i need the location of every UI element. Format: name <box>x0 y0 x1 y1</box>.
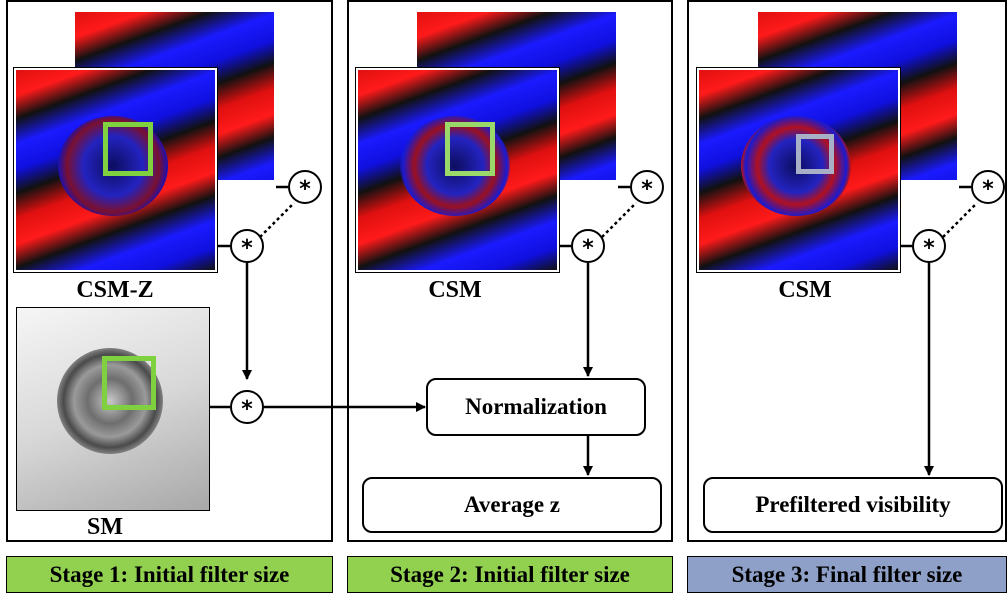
sm-image <box>16 307 210 511</box>
filter-window <box>445 122 495 176</box>
csm-z-front-image <box>14 68 217 272</box>
multiply-operator: * <box>230 229 264 263</box>
stage3-label: Stage 3: Final filter size <box>687 556 1007 593</box>
stage1-label: Stage 1: Initial filter size <box>6 556 333 593</box>
csm-front-image <box>356 68 559 272</box>
csm-front-image <box>697 68 900 272</box>
torus-gray-render <box>57 348 163 454</box>
multiply-operator: * <box>288 170 322 204</box>
multiply-operator: * <box>630 170 664 204</box>
average-z-box: Average z <box>362 477 662 533</box>
multiply-operator: * <box>230 390 264 424</box>
stage2-label: Stage 2: Initial filter size <box>347 556 673 593</box>
normalization-box: Normalization <box>426 378 646 436</box>
prefiltered-visibility-box: Prefiltered visibility <box>703 477 1003 533</box>
filter-window <box>796 134 834 174</box>
front-caption: CSM-Z <box>76 277 154 303</box>
filter-window <box>103 122 153 176</box>
multiply-operator: * <box>971 170 1005 204</box>
front-caption: CSM <box>428 277 482 303</box>
multiply-operator: * <box>571 229 605 263</box>
multiply-operator: * <box>912 229 946 263</box>
bottom-caption: SM <box>87 514 123 540</box>
filter-window <box>102 356 156 410</box>
front-caption: CSM <box>778 277 832 303</box>
